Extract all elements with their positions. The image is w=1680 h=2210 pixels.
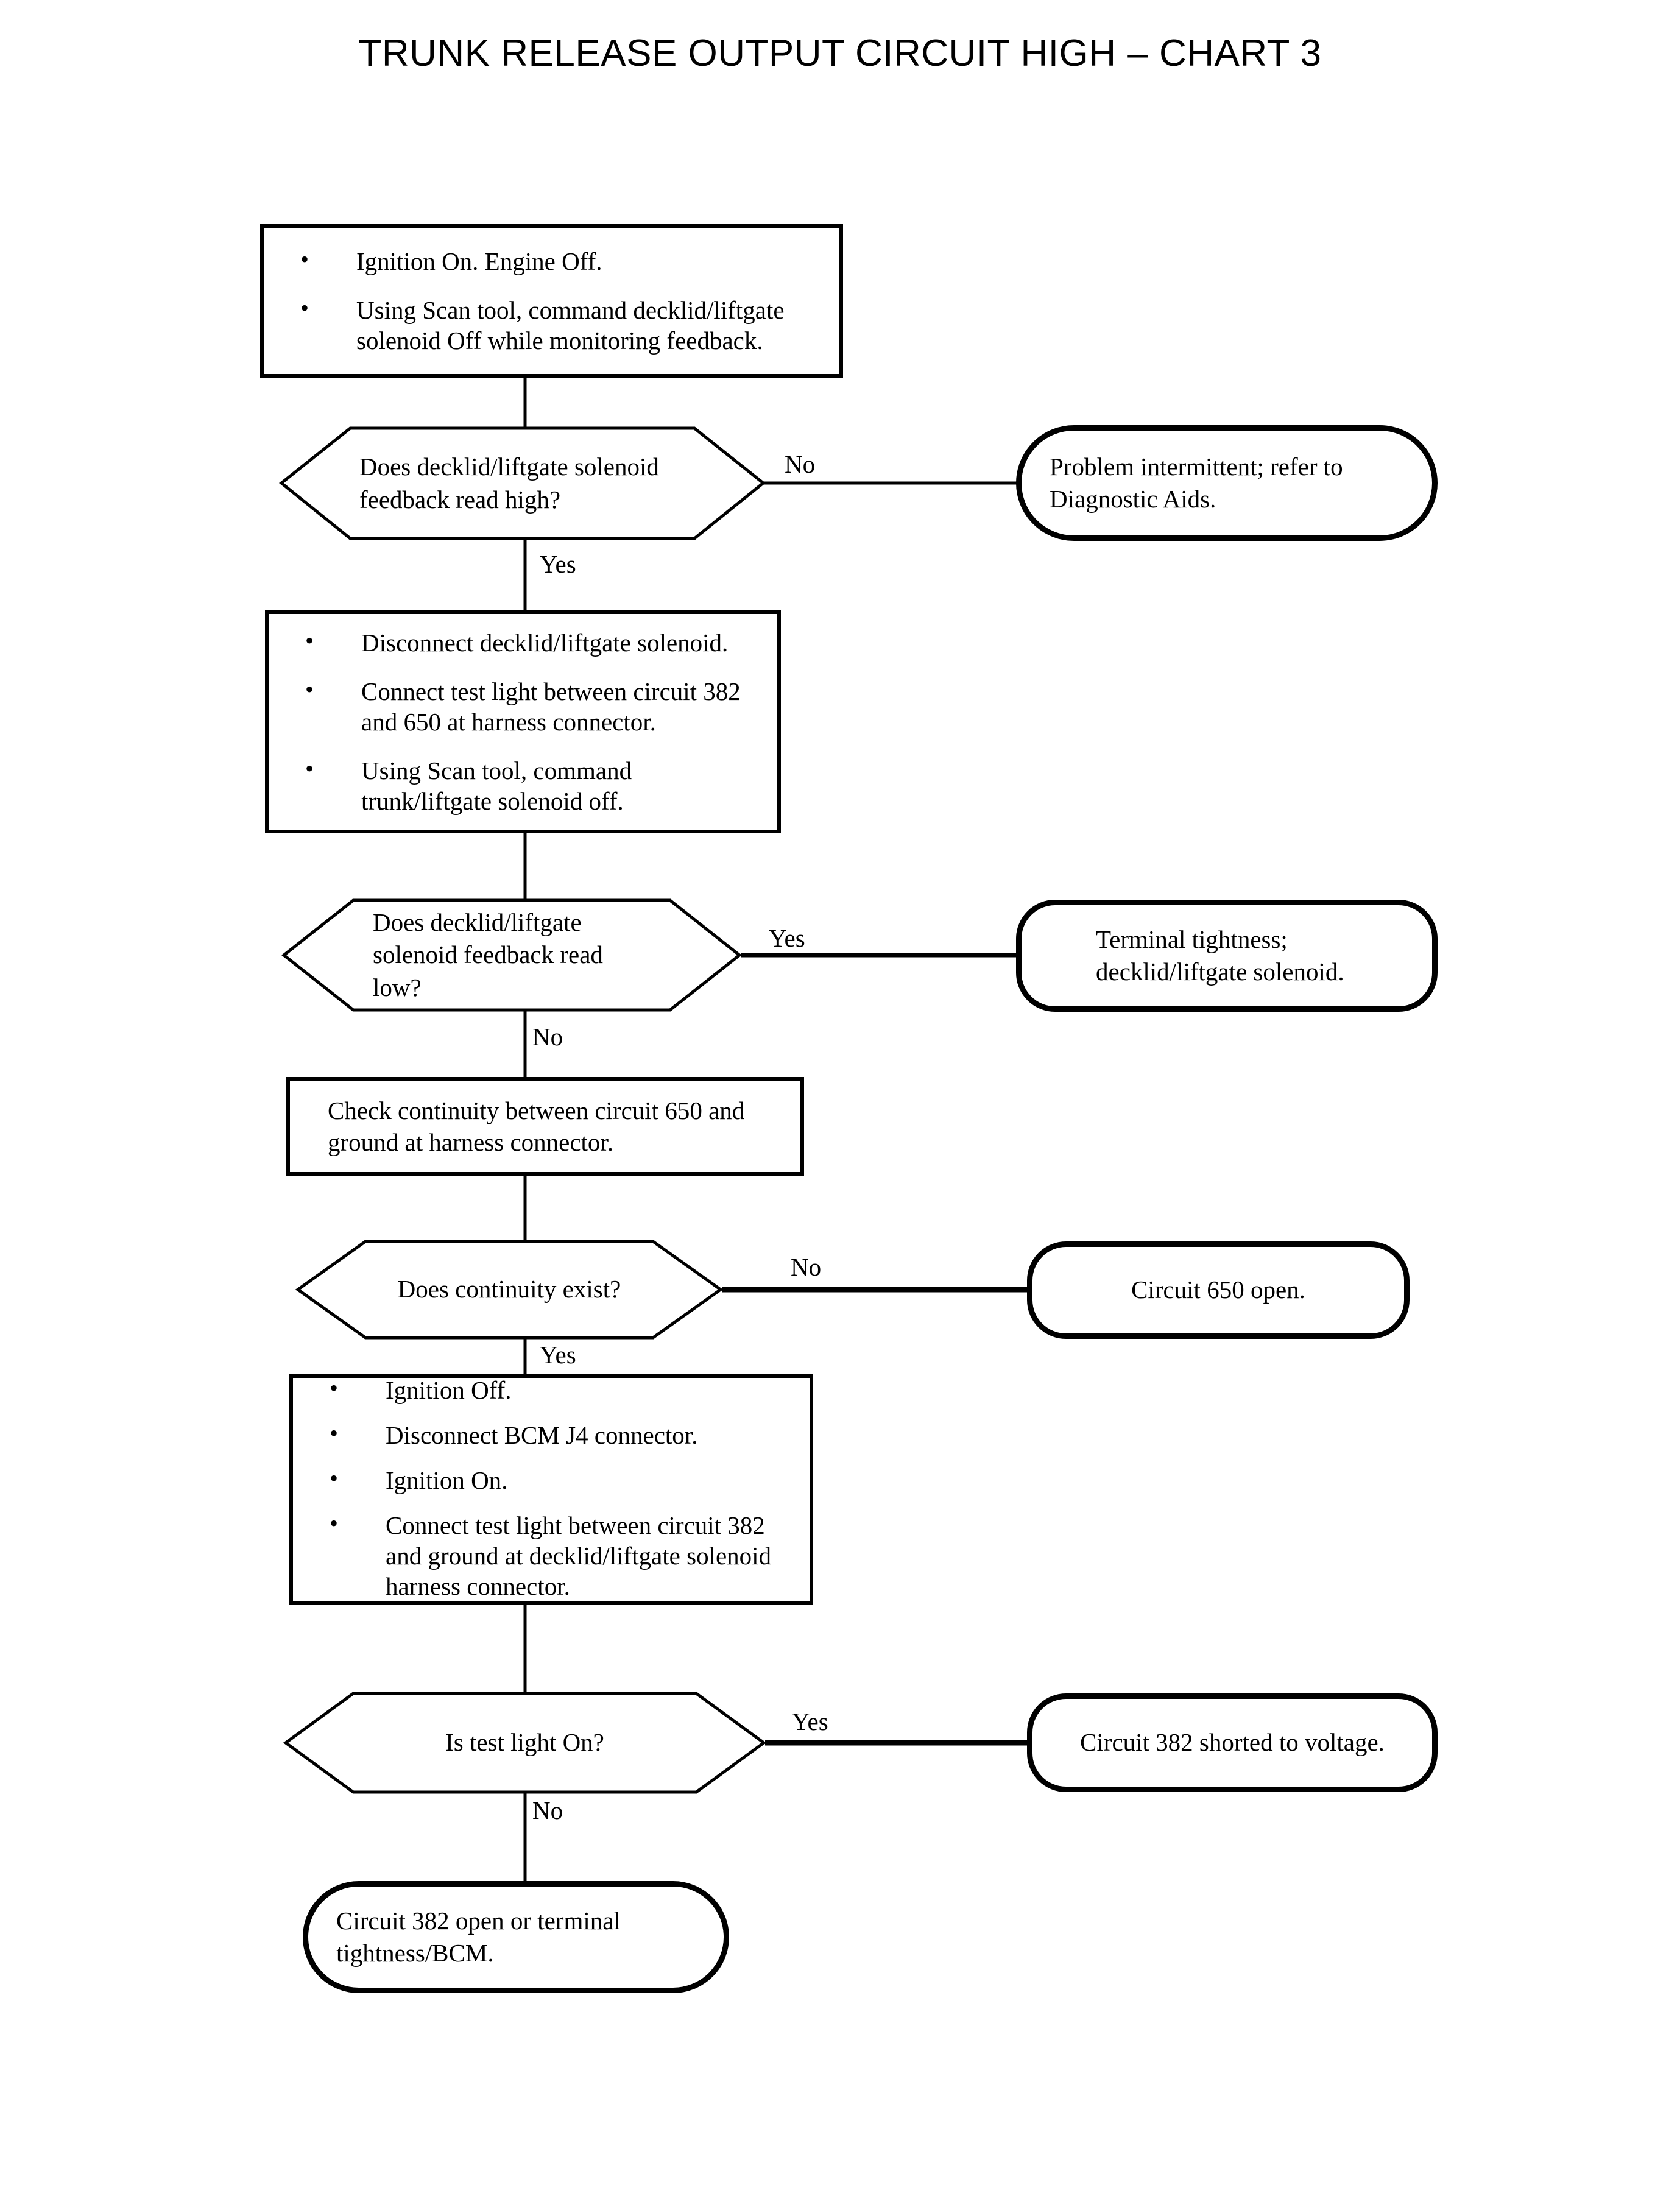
decision-label: Is test light On? xyxy=(445,1728,604,1757)
terminal-label: Circuit 382 open or terminal tightness/B… xyxy=(336,1906,621,1967)
edge-label-decision2-no: No xyxy=(532,1023,563,1051)
terminal-label: Circuit 382 shorted to voltage. xyxy=(1080,1728,1385,1757)
terminal-node-1: Problem intermittent; refer to Diagnosti… xyxy=(1016,425,1438,541)
list-item: Using Scan tool, command trunk/liftgate … xyxy=(289,754,757,816)
process-box-step3: Check continuity between circuit 650 and… xyxy=(286,1077,804,1176)
process-box-step4: Ignition Off. Disconnect BCM J4 connecto… xyxy=(289,1374,813,1605)
edge-label-decision3-no: No xyxy=(791,1253,822,1281)
decision-label: Does decklid/liftgate solenoid feedback … xyxy=(373,908,603,1001)
terminal-label: Problem intermittent; refer to Diagnosti… xyxy=(1050,452,1343,513)
hexagon-decision2 xyxy=(281,898,743,1012)
bullet-list-step2: Disconnect decklid/liftgate solenoid. Co… xyxy=(289,626,757,816)
terminal-label: Circuit 650 open. xyxy=(1131,1276,1305,1304)
terminal-node-3: Circuit 650 open. xyxy=(1027,1241,1410,1339)
decision-node-2: Does decklid/liftgate solenoid feedback … xyxy=(284,900,739,1010)
decision-node-4: Is test light On? xyxy=(286,1693,764,1792)
hexagon-decision4 xyxy=(283,1692,767,1794)
list-item: Disconnect decklid/liftgate solenoid. xyxy=(289,626,757,658)
edge-label-decision3-yes: Yes xyxy=(540,1341,576,1369)
list-item: Ignition Off. xyxy=(314,1374,789,1405)
list-item: Ignition On. xyxy=(314,1464,789,1495)
edge-label-decision2-yes: Yes xyxy=(769,924,805,952)
edge-label-decision4-no: No xyxy=(532,1796,563,1824)
bullet-list-step1: Ignition On. Engine Off. Using Scan tool… xyxy=(284,245,819,356)
branch-lines xyxy=(722,481,1029,1746)
hexagon-decision1 xyxy=(279,426,766,540)
list-item: Using Scan tool, command decklid/liftgat… xyxy=(284,294,819,356)
edge-label-decision4-yes: Yes xyxy=(792,1707,828,1735)
process-box-step2: Disconnect decklid/liftgate solenoid. Co… xyxy=(265,610,781,833)
page-title: TRUNK RELEASE OUTPUT CIRCUIT HIGH – CHAR… xyxy=(358,32,1322,74)
list-item: Connect test light between circuit 382 a… xyxy=(289,675,757,737)
process-text: Check continuity between circuit 650 and… xyxy=(328,1096,745,1156)
list-item: Disconnect BCM J4 connector. xyxy=(314,1419,789,1450)
terminal-node-2: Terminal tightness; decklid/liftgate sol… xyxy=(1016,900,1438,1012)
terminal-node-4: Circuit 382 shorted to voltage. xyxy=(1027,1693,1438,1792)
terminal-label: Terminal tightness; decklid/liftgate sol… xyxy=(1096,925,1344,986)
edge-label-decision1-yes: Yes xyxy=(540,550,576,578)
hexagon-decision3 xyxy=(295,1240,724,1340)
decision-node-3: Does continuity exist? xyxy=(298,1241,721,1338)
decision-label: Does continuity exist? xyxy=(397,1275,621,1304)
decision-node-1: Does decklid/liftgate solenoid feedback … xyxy=(281,428,763,538)
bullet-list-step4: Ignition Off. Disconnect BCM J4 connecto… xyxy=(314,1374,789,1601)
decision-label: Does decklid/liftgate solenoid feedback … xyxy=(359,453,659,514)
terminal-node-5: Circuit 382 open or terminal tightness/B… xyxy=(303,1881,729,1993)
list-item: Ignition On. Engine Off. xyxy=(284,245,819,277)
edge-label-decision1-no: No xyxy=(785,450,816,478)
process-box-step1: Ignition On. Engine Off. Using Scan tool… xyxy=(260,224,843,378)
decision-outlines xyxy=(279,426,767,1794)
list-item: Connect test light between circuit 382 a… xyxy=(314,1509,789,1601)
